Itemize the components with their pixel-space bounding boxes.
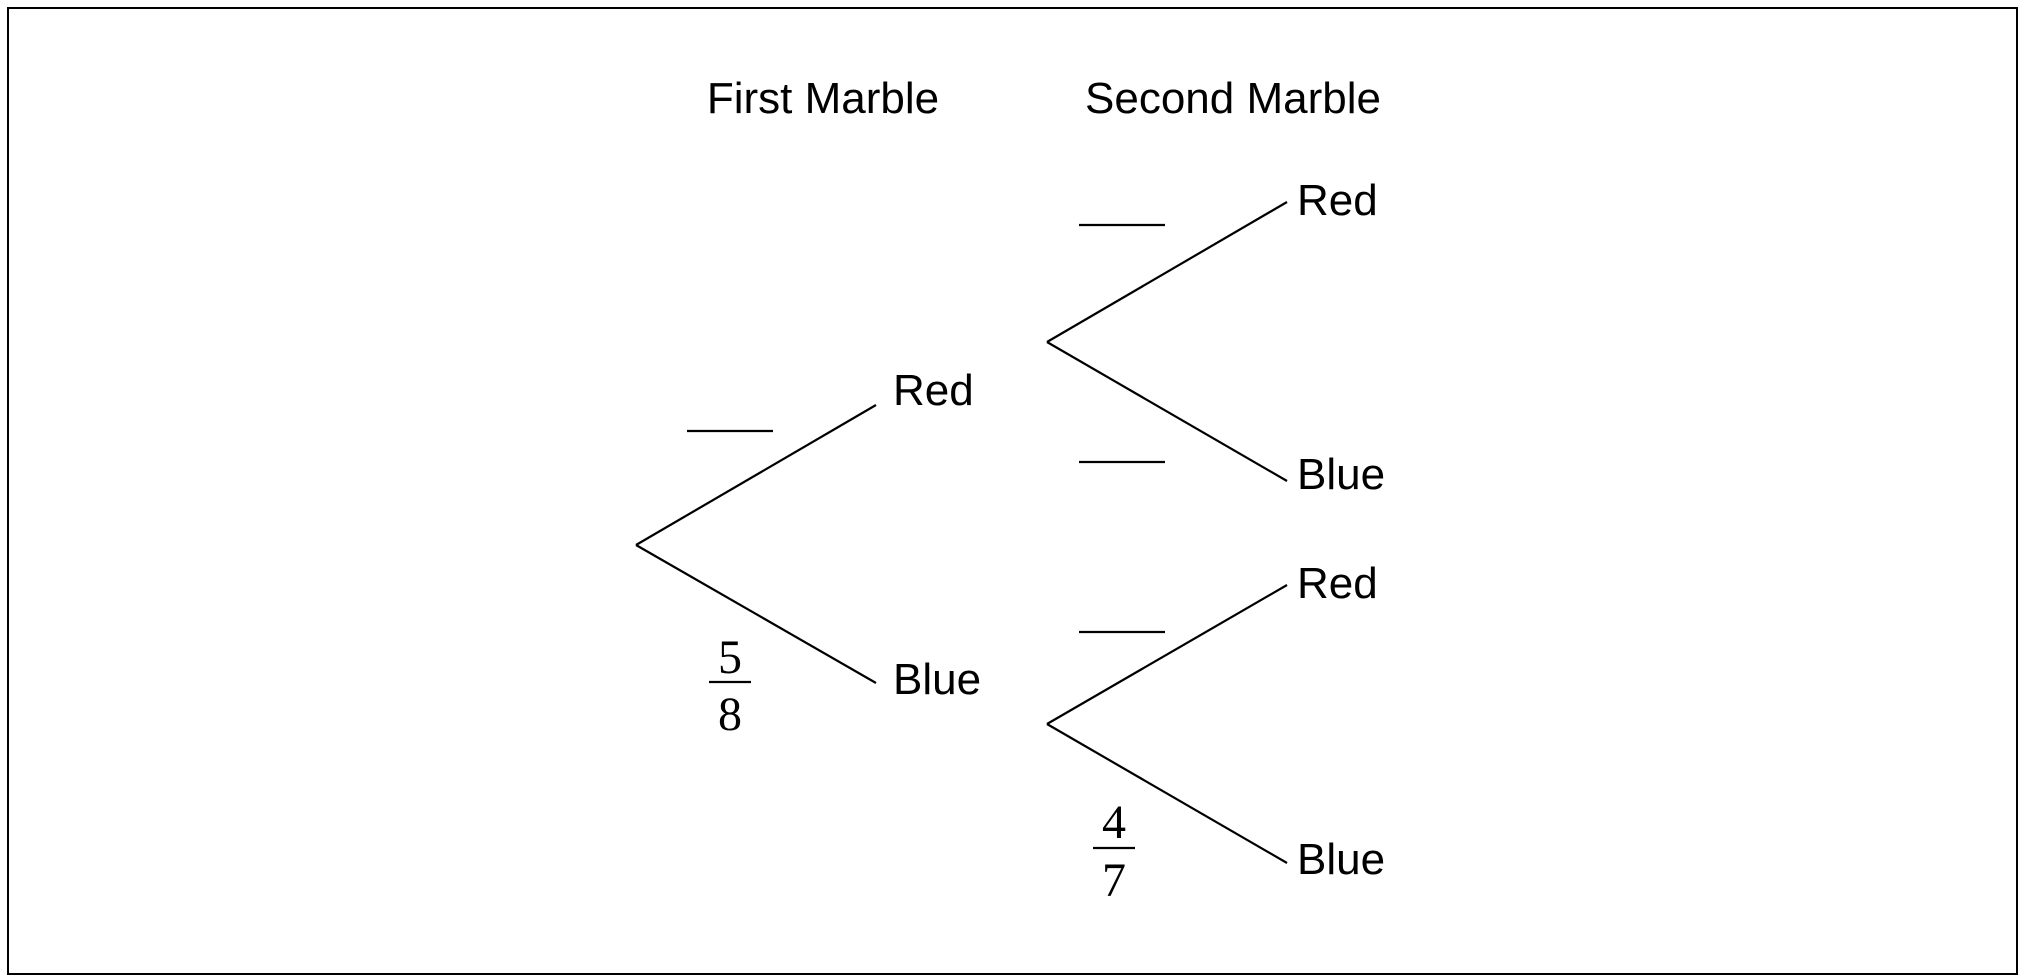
second-after-blue-blue-label: Blue [1297,835,1385,884]
diagram-frame [7,7,2018,975]
second-after-blue-red-label: Red [1297,559,1378,608]
branch-red-red [1046,201,1288,343]
blue-blue-probability: 4 7 [1093,796,1135,907]
second-after-red-red-label: Red [1297,176,1378,225]
header-second-marble: Second Marble [1085,74,1381,123]
second-after-red-blue-label: Blue [1297,450,1385,499]
blue-blue-denominator: 7 [1102,854,1126,907]
first-blue-label: Blue [893,655,981,704]
first-red-label: Red [893,366,974,415]
branch-blue-blue [1046,723,1288,864]
branch-red-blue [1046,341,1288,482]
blue-blue-numerator: 4 [1102,796,1126,849]
branch-first-red [635,404,877,546]
header-first-marble: First Marble [707,74,939,123]
first-blue-numerator: 5 [718,631,742,684]
branch-first-blue [635,544,877,684]
first-blue-denominator: 8 [718,688,742,741]
branch-blue-red [1046,584,1288,725]
first-blue-probability: 5 8 [709,631,751,741]
